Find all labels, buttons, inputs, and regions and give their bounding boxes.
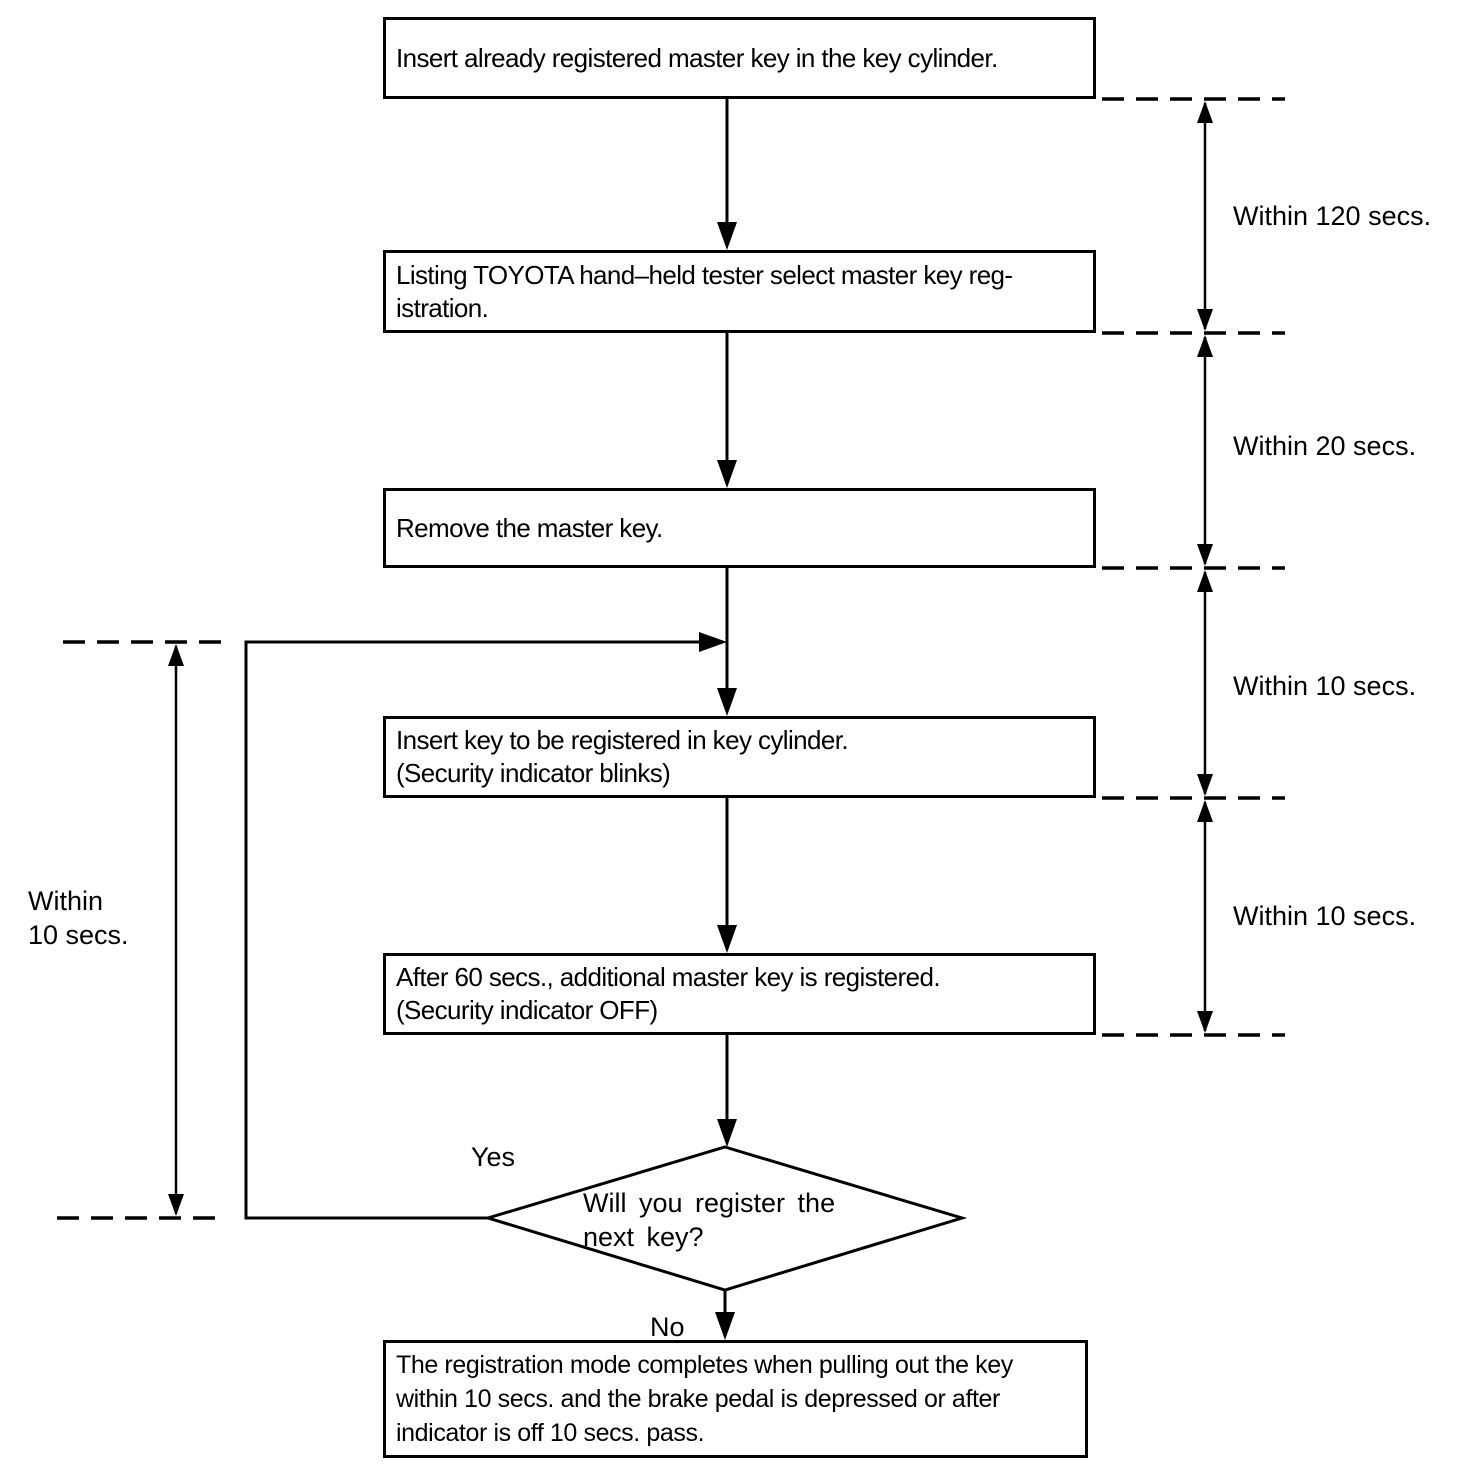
timing-arrow-left-10secs: [168, 644, 184, 1216]
decision-register-next-key: Will you register the next key?: [583, 1188, 836, 1252]
decision-diamond: [482, 1145, 968, 1292]
timing-label-within-10-secs-left: Within 10 secs.: [28, 886, 129, 950]
timing-label-within-120-secs: Within 120 secs.: [1233, 201, 1432, 231]
step-text: After 60 secs., additional master key is…: [396, 962, 941, 1025]
flow-arrow-step1-step2: [717, 99, 737, 250]
step-text: Remove the master key.: [396, 512, 663, 543]
step-text: Insert already registered master key in …: [396, 42, 998, 73]
yes-loop-line: [244, 632, 727, 1220]
step-registration-mode-completes: The registration mode completes when pul…: [383, 1340, 1088, 1458]
timing-label-within-10-secs-b: Within 10 secs.: [1233, 901, 1417, 931]
timing-dash-lines-right: [1102, 97, 1285, 1037]
timing-dash-lines-left: [57, 640, 232, 1220]
flow-arrow-step4-step5: [717, 798, 737, 953]
step-text: The registration mode completes when pul…: [396, 1351, 1013, 1447]
flow-arrow-decision-final: [715, 1290, 735, 1340]
flow-arrow-step2-step3: [717, 333, 737, 488]
branch-label-yes: Yes: [471, 1142, 516, 1172]
timing-label-within-20-secs: Within 20 secs.: [1233, 431, 1417, 461]
step-insert-registered-master-key: Insert already registered master key in …: [383, 17, 1096, 99]
timing-arrow-10secs-b: [1197, 800, 1213, 1033]
step-additional-key-registered: After 60 secs., additional master key is…: [383, 953, 1096, 1035]
step-text: Listing TOYOTA hand–held tester select m…: [396, 259, 1013, 323]
step-tester-select-registration: Listing TOYOTA hand–held tester select m…: [383, 250, 1096, 333]
step-text: Insert key to be registered in key cylin…: [396, 725, 849, 788]
flow-arrow-step5-decision: [717, 1035, 737, 1147]
step-remove-master-key: Remove the master key.: [383, 488, 1096, 568]
step-insert-key-to-register: Insert key to be registered in key cylin…: [383, 716, 1096, 798]
timing-arrow-20secs: [1197, 335, 1213, 566]
branch-label-no: No: [650, 1312, 685, 1342]
flow-arrow-step3-step4: [717, 568, 737, 716]
timing-arrow-120secs: [1197, 101, 1213, 331]
timing-arrow-10secs-a: [1197, 570, 1213, 796]
timing-label-within-10-secs-a: Within 10 secs.: [1233, 671, 1417, 701]
